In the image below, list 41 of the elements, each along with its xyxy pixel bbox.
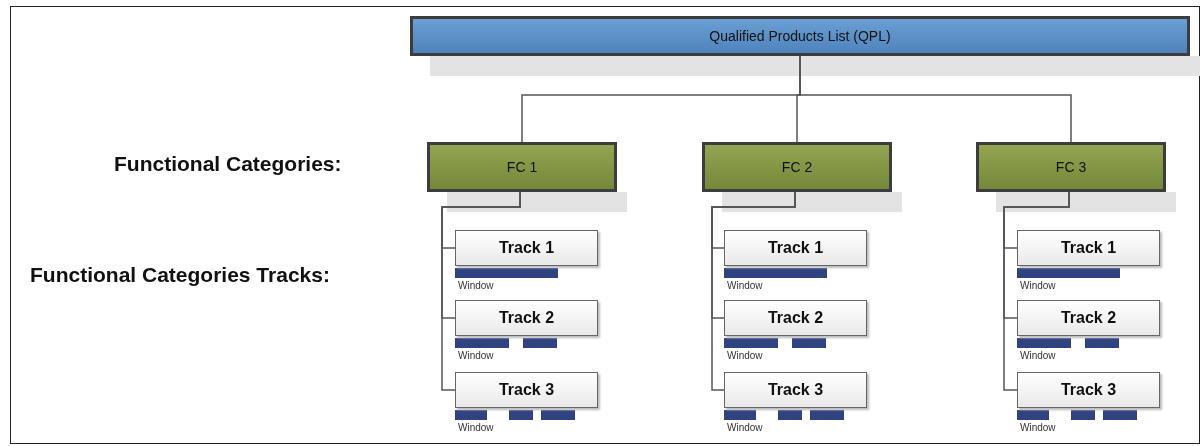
track-box <box>1017 372 1160 408</box>
box-label: Track 3 <box>767 381 824 399</box>
track-box <box>455 300 598 336</box>
window-label: Window <box>727 422 763 433</box>
window-label: Window <box>727 350 763 361</box>
box-label: Track 1 <box>767 239 824 257</box>
box-label: Track 2 <box>767 309 824 327</box>
window-label: Window <box>1020 422 1056 433</box>
track-box <box>455 230 598 266</box>
box-label: FC 3 <box>1055 159 1087 175</box>
track-box <box>724 230 867 266</box>
category-box <box>976 142 1166 192</box>
track-box <box>1017 300 1160 336</box>
box-label: Track 2 <box>498 309 555 327</box>
category-box <box>702 142 892 192</box>
row-heading: Functional Categories: <box>114 152 342 176</box>
box-label: Track 1 <box>498 239 555 257</box>
box-label: Track 3 <box>1060 381 1117 399</box>
track-box <box>455 372 598 408</box>
connector-line <box>441 191 521 391</box>
box-label: Track 1 <box>1060 239 1117 257</box>
box-label: Track 3 <box>498 381 555 399</box>
box-label: FC 2 <box>781 159 813 175</box>
box-label: Qualified Products List (QPL) <box>709 28 891 44</box>
window-label: Window <box>1020 280 1056 291</box>
box-label: FC 1 <box>506 159 538 175</box>
row-heading: Functional Categories Tracks: <box>30 263 330 287</box>
connector-line <box>799 55 1072 143</box>
header-box <box>410 16 1190 56</box>
window-label: Window <box>1020 350 1056 361</box>
track-box <box>1017 230 1160 266</box>
box-label: Track 2 <box>1060 309 1117 327</box>
track-box <box>724 300 867 336</box>
connector-line <box>711 191 796 391</box>
connector-line <box>1003 191 1070 391</box>
window-label: Window <box>458 280 494 291</box>
track-box <box>724 372 867 408</box>
window-label: Window <box>727 280 763 291</box>
window-label: Window <box>458 422 494 433</box>
category-box <box>427 142 617 192</box>
window-label: Window <box>458 350 494 361</box>
